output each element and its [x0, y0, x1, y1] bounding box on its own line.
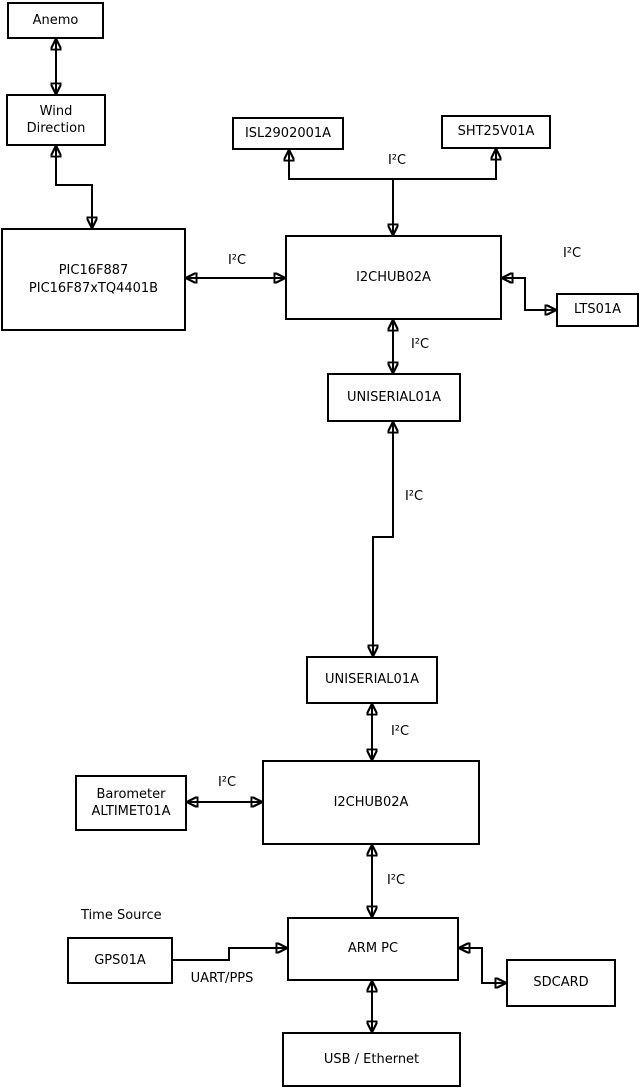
i2c-label-sensor-bus: I²C: [387, 153, 407, 168]
node-gps01a: GPS01A: [67, 937, 173, 984]
node-uniserial01a-2: UNISERIAL01A: [306, 656, 438, 704]
time-source-label: Time Source: [81, 908, 162, 923]
i2c-label-hub1-lts: I²C: [562, 246, 582, 261]
i2c-label-uniserial-link: I²C: [404, 489, 424, 504]
node-isl2902001a: ISL2902001A: [232, 117, 344, 150]
node-usb-ethernet: USB / Ethernet: [282, 1032, 461, 1087]
i2c-label-uniserial2-hub2: I²C: [390, 724, 410, 739]
i2c-label-hub1-uniserial1: I²C: [410, 337, 430, 352]
node-i2chub02a-2: I2CHUB02A: [262, 760, 480, 845]
node-uniserial01a-1: UNISERIAL01A: [327, 373, 461, 422]
node-sht25v01a: SHT25V01A: [441, 115, 551, 149]
edge-armpc-sdcard: [459, 948, 506, 983]
i2c-label-barometer-hub2: I²C: [217, 775, 237, 790]
node-anemo: Anemo: [7, 2, 104, 39]
uart-pps-label: UART/PPS: [190, 971, 254, 986]
node-barometer-altimet01a: Barometer ALTIMET01A: [75, 775, 187, 831]
node-pic16f887: PIC16F887 PIC16F87xTQ4401B: [1, 228, 186, 331]
node-lts01a: LTS01A: [556, 293, 639, 327]
edge-uniserial1-uniserial2: [373, 422, 393, 656]
edge-gps-armpc: [173, 948, 287, 961]
node-wind-direction: Wind Direction: [6, 94, 106, 146]
i2c-label-hub2-armpc: I²C: [386, 873, 406, 888]
edge-hub1-lts: [502, 278, 556, 310]
i2c-label-pic-hub1: I²C: [227, 253, 247, 268]
edge-wind-pic: [56, 146, 92, 228]
node-sdcard: SDCARD: [506, 959, 616, 1007]
node-arm-pc: ARM PC: [287, 917, 459, 981]
node-i2chub02a-1: I2CHUB02A: [285, 235, 502, 320]
